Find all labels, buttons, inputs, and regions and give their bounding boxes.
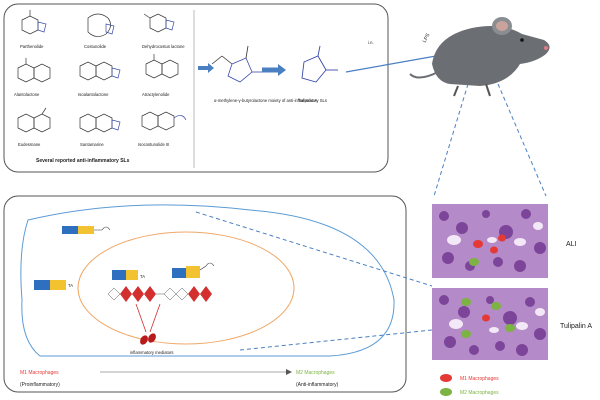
histology-tulipalin-label: Tulipalin A (560, 323, 592, 330)
mouse-treatment-label: LPS (422, 32, 432, 44)
dashed-link-cell-1 (195, 211, 433, 287)
compound-structure-7 (17, 107, 51, 133)
compound-name-8: Santamarine (80, 142, 104, 147)
compound-structure-2 (87, 13, 115, 37)
legend-m1-label: M1 Macrophages (460, 376, 499, 382)
drug-left-label: TA (68, 283, 73, 288)
histology-ali (432, 204, 548, 278)
macrophage-outline (20, 204, 395, 357)
tulipalin-structure (301, 45, 338, 83)
arrow-head-1 (208, 63, 214, 73)
mediator-label: inflammatory mediators (130, 350, 174, 355)
compound-structure-4 (17, 58, 51, 83)
dashed-link-left (433, 83, 469, 197)
protein-complex: TA (107, 262, 215, 302)
compound-structure-6 (145, 54, 179, 79)
compound-name-9: Isocostunolide III (138, 142, 169, 147)
sls-panel (3, 3, 389, 173)
compound-name-7: Eudesmane (18, 142, 41, 147)
route-label: i.n. (368, 40, 374, 45)
tulipalin-label: Tulipalin A (298, 98, 317, 103)
drug-molecule-left: TA (34, 280, 73, 290)
m2-subtitle: (Anti-inflammatory) (296, 382, 339, 388)
compound-structure-3 (143, 13, 175, 33)
mediator-cluster (140, 333, 156, 345)
sls-caption: Several reported anti-inflammatory SLs (36, 158, 130, 164)
compound-structure-8 (79, 113, 121, 133)
compound-name-4: Alantolactone (14, 92, 40, 97)
compound-name-6: Atractylenolide (142, 92, 170, 97)
legend-m2-marker (440, 388, 452, 396)
legend-m2-label: M2 Macrophages (460, 390, 499, 396)
compound-structure-1 (21, 10, 47, 35)
arrow-head-2 (278, 64, 286, 76)
core-caption: α-methylene-γ-butyrolactone moiety of an… (214, 98, 327, 103)
drug-molecule-free (62, 226, 111, 234)
compound-name-3: Dehydrocostus lactone (142, 44, 185, 49)
compound-grid (17, 10, 187, 133)
compound-structure-5 (79, 61, 121, 81)
histology-tulipalin (432, 288, 548, 360)
legend: M1 Macrophages M2 Macrophages (440, 374, 499, 396)
m1-title: M1 Macrophages (20, 370, 59, 376)
dashed-link-right (497, 83, 547, 197)
signal-arrow-2 (149, 303, 161, 333)
m2-title: M2 Macrophages (296, 370, 335, 376)
core-moiety (211, 45, 262, 83)
polarization-arrow-head (286, 369, 292, 375)
nucleus (77, 231, 295, 345)
compound-name-5: Isoalantolactone (78, 92, 109, 97)
mouse-illustration (409, 17, 550, 97)
compound-name-1: Parthenolide (20, 44, 44, 49)
compound-name-2: Costunolide (84, 44, 107, 49)
arrow-to-mouse (345, 55, 437, 73)
legend-m1-marker (440, 374, 452, 382)
m1-subtitle: (Proinflammatory) (20, 382, 60, 388)
histology-ali-label: ALI (566, 241, 577, 248)
drug-mid-label: TA (140, 274, 145, 279)
compound-structure-9 (141, 111, 187, 131)
signal-arrow-1 (135, 303, 147, 333)
